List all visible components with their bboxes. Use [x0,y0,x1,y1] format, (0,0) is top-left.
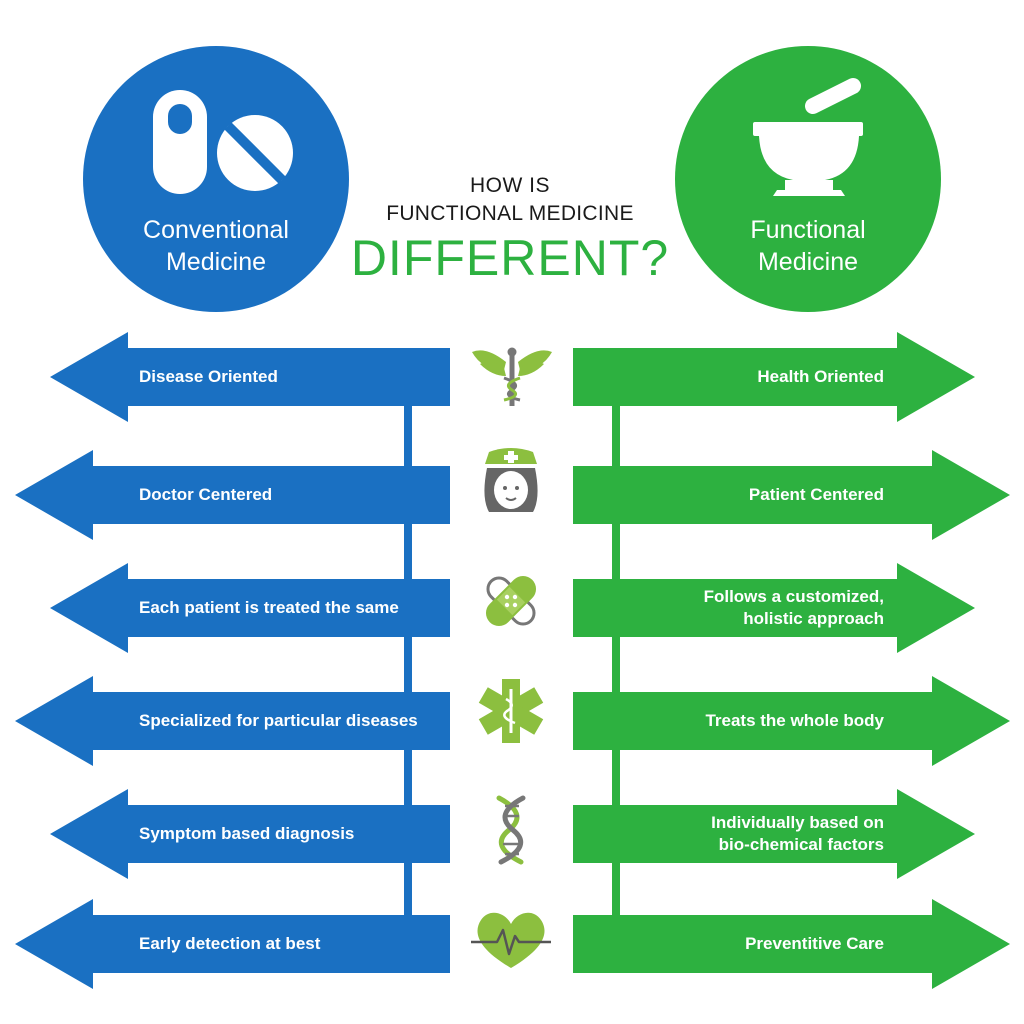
conventional-line2: Medicine [165,248,267,276]
trait-line: Disease Oriented [139,367,278,386]
functional-line2: Medicine [757,248,859,276]
conventional-arrow [15,450,450,540]
functional-trait: Individually based on bio-chemical factor… [711,812,884,856]
conventional-arrow [50,332,450,422]
conventional-trait: Early detection at best [139,933,320,955]
conventional-line1: Conventional [143,216,289,244]
functional-arrow [573,332,975,422]
conventional-arrow [15,899,450,989]
trait-line: Patient Centered [748,485,884,504]
functional-trait: Patient Centered [749,484,884,506]
functional-line1: Functional [750,216,866,244]
functional-trait: Preventitive Care [745,933,884,955]
conventional-arrow [50,563,450,653]
conventional-trait: Specialized for particular diseases [139,710,418,732]
functional-trait: Health Oriented [757,366,884,388]
right-connector-line [612,380,620,940]
functional-trait: Treats the whole body [705,710,884,732]
functional-arrow [573,450,1010,540]
mortar-pestle-icon [753,78,863,196]
conventional-arrow [50,789,450,879]
trait-line: Specialized for particular diseases [139,711,418,730]
headline-line3: DIFFERENT? [350,230,670,286]
functional-trait: Follows a customized, holistic approach [704,586,884,630]
headline-line1: HOW IS [470,174,550,197]
trait-line: Follows a customized, [703,587,884,606]
headline: HOW IS FUNCTIONAL MEDICINE DIFFERENT? [340,172,680,288]
headline-line2: FUNCTIONAL MEDICINE [386,202,634,225]
functional-arrow [573,899,1010,989]
functional-medicine-circle: Functional Medicine [675,46,941,312]
conventional-medicine-label: Conventional Medicine [83,214,349,278]
trait-line: Each patient is treated the same [139,598,399,617]
functional-medicine-label: Functional Medicine [675,214,941,278]
conventional-trait: Doctor Centered [139,484,272,506]
trait-line: Early detection at best [139,934,321,953]
conventional-arrow [15,676,450,766]
conventional-trait: Disease Oriented [139,366,278,388]
trait-line: Treats the whole body [705,711,884,730]
conventional-trait: Each patient is treated the same [139,597,399,619]
trait-line: Doctor Centered [139,485,273,504]
conventional-medicine-circle: Conventional Medicine [83,46,349,312]
trait-line: bio-chemical factors [718,835,884,854]
trait-line: Individually based on [711,813,884,832]
trait-line: Preventitive Care [745,934,884,953]
conventional-trait: Symptom based diagnosis [139,823,354,845]
functional-arrow [573,676,1010,766]
functional-arrow [573,563,975,653]
trait-line: Symptom based diagnosis [139,824,355,843]
pill-capsule-icon [153,90,293,194]
trait-line: holistic approach [743,609,884,628]
functional-arrow [573,789,975,879]
trait-line: Health Oriented [757,367,884,386]
left-connector-line [404,380,412,940]
